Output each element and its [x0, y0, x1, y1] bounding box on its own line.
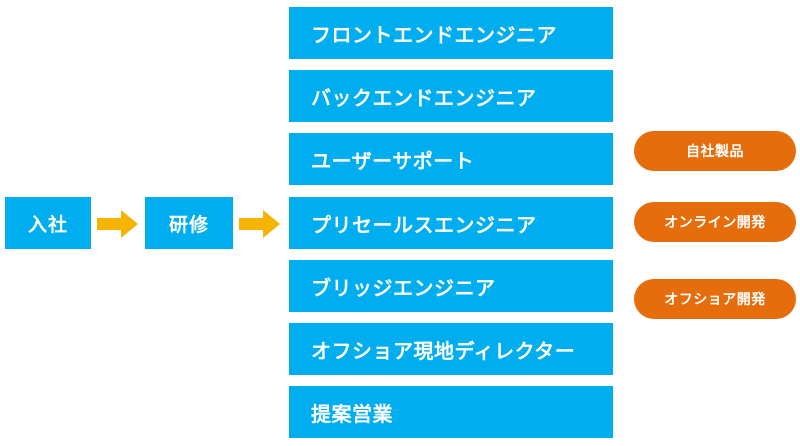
- role-label: プリセールスエンジニア: [311, 212, 537, 237]
- step-training: 研修: [145, 197, 233, 249]
- role-frontend-engineer: フロントエンドエンジニア: [289, 7, 613, 59]
- step-joining-label: 入社: [27, 213, 68, 236]
- role-backend-engineer: バックエンドエンジニア: [289, 70, 613, 122]
- role-label: ブリッジエンジニア: [311, 275, 496, 300]
- role-label: オフショア現地ディレクター: [311, 338, 576, 363]
- role-label: バックエンドエンジニア: [311, 85, 537, 110]
- step-training-label: 研修: [168, 213, 209, 236]
- tag-label: 自社製品: [686, 144, 744, 160]
- role-proposal-sales: 提案営業: [289, 386, 613, 438]
- tag-offshore-development: オフショア開発: [634, 279, 796, 319]
- tag-label: オフショア開発: [664, 292, 766, 308]
- role-label: フロントエンドエンジニア: [311, 22, 557, 47]
- role-label: 提案営業: [311, 401, 393, 426]
- role-offshore-director: オフショア現地ディレクター: [289, 323, 613, 375]
- step-joining: 入社: [5, 197, 91, 249]
- tag-online-development: オンライン開発: [634, 202, 796, 242]
- role-user-support: ユーザーサポート: [289, 133, 613, 185]
- tag-label: オンライン開発: [664, 215, 766, 231]
- arrow-right-icon: [97, 210, 138, 238]
- tag-own-products: 自社製品: [634, 131, 796, 171]
- arrow-right-icon: [239, 210, 280, 238]
- role-presales-engineer: プリセールスエンジニア: [289, 197, 613, 249]
- role-label: ユーザーサポート: [311, 148, 475, 173]
- role-bridge-engineer: ブリッジエンジニア: [289, 260, 613, 312]
